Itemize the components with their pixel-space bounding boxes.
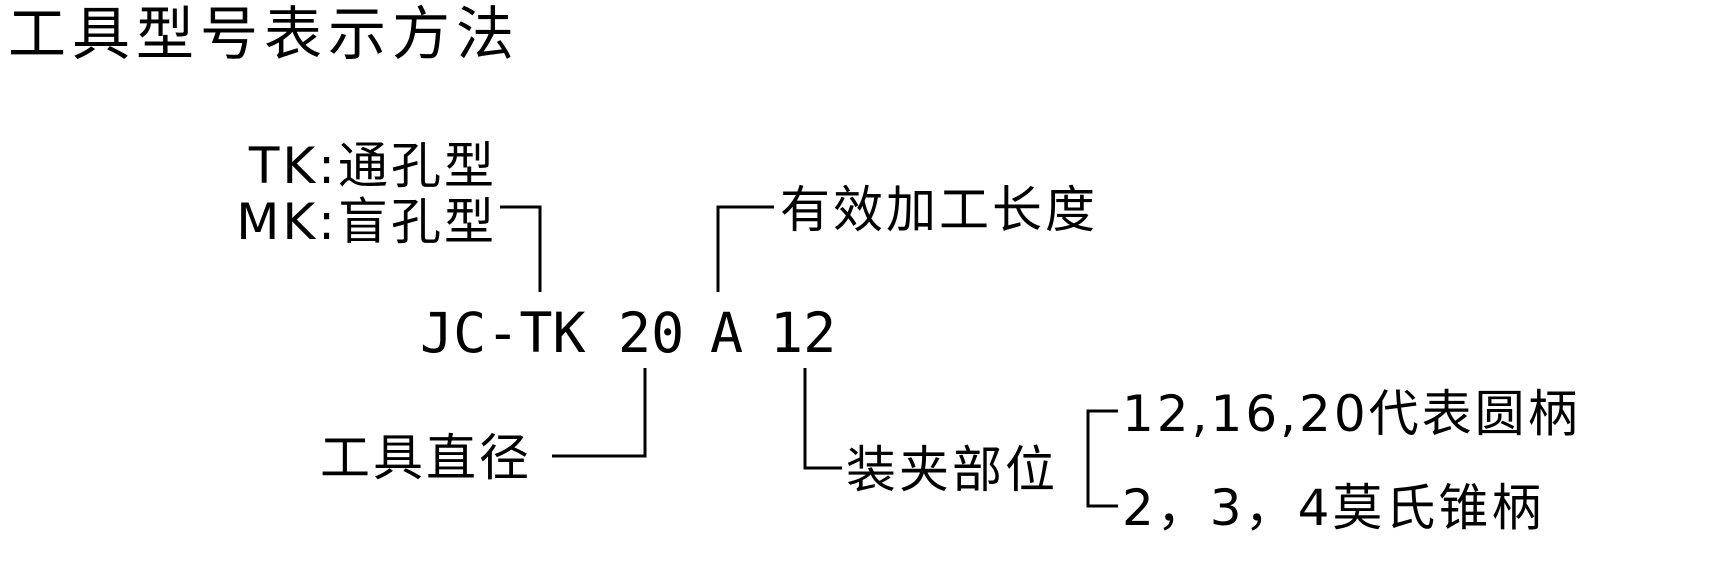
mk-blind-hole-label: MK:盲孔型 — [236, 193, 497, 251]
page-title: 工具型号表示方法 — [8, 0, 521, 68]
morse-taper-note: 2，3，4莫氏锥柄 — [1122, 479, 1545, 537]
round-shank-note: 12,16,20代表圆柄 — [1122, 385, 1581, 443]
effective-length-connector-line — [716, 205, 774, 292]
model-code-diameter: 20 — [618, 301, 685, 365]
model-code-shank: 12 — [770, 301, 837, 365]
shank-options-bracket — [1086, 409, 1118, 508]
tool-diameter-label: 工具直径 — [320, 429, 532, 487]
model-code-length: A — [710, 301, 744, 365]
model-code-prefix: JC-TK — [420, 301, 586, 365]
tk-mk-connector-line — [500, 205, 542, 292]
effective-length-label: 有效加工长度 — [780, 181, 1098, 239]
tool-diameter-connector-line — [552, 368, 647, 458]
clamp-position-label: 装夹部位 — [846, 441, 1058, 499]
clamp-position-connector-line — [803, 368, 842, 470]
tk-through-hole-label: TK:通孔型 — [248, 137, 497, 195]
